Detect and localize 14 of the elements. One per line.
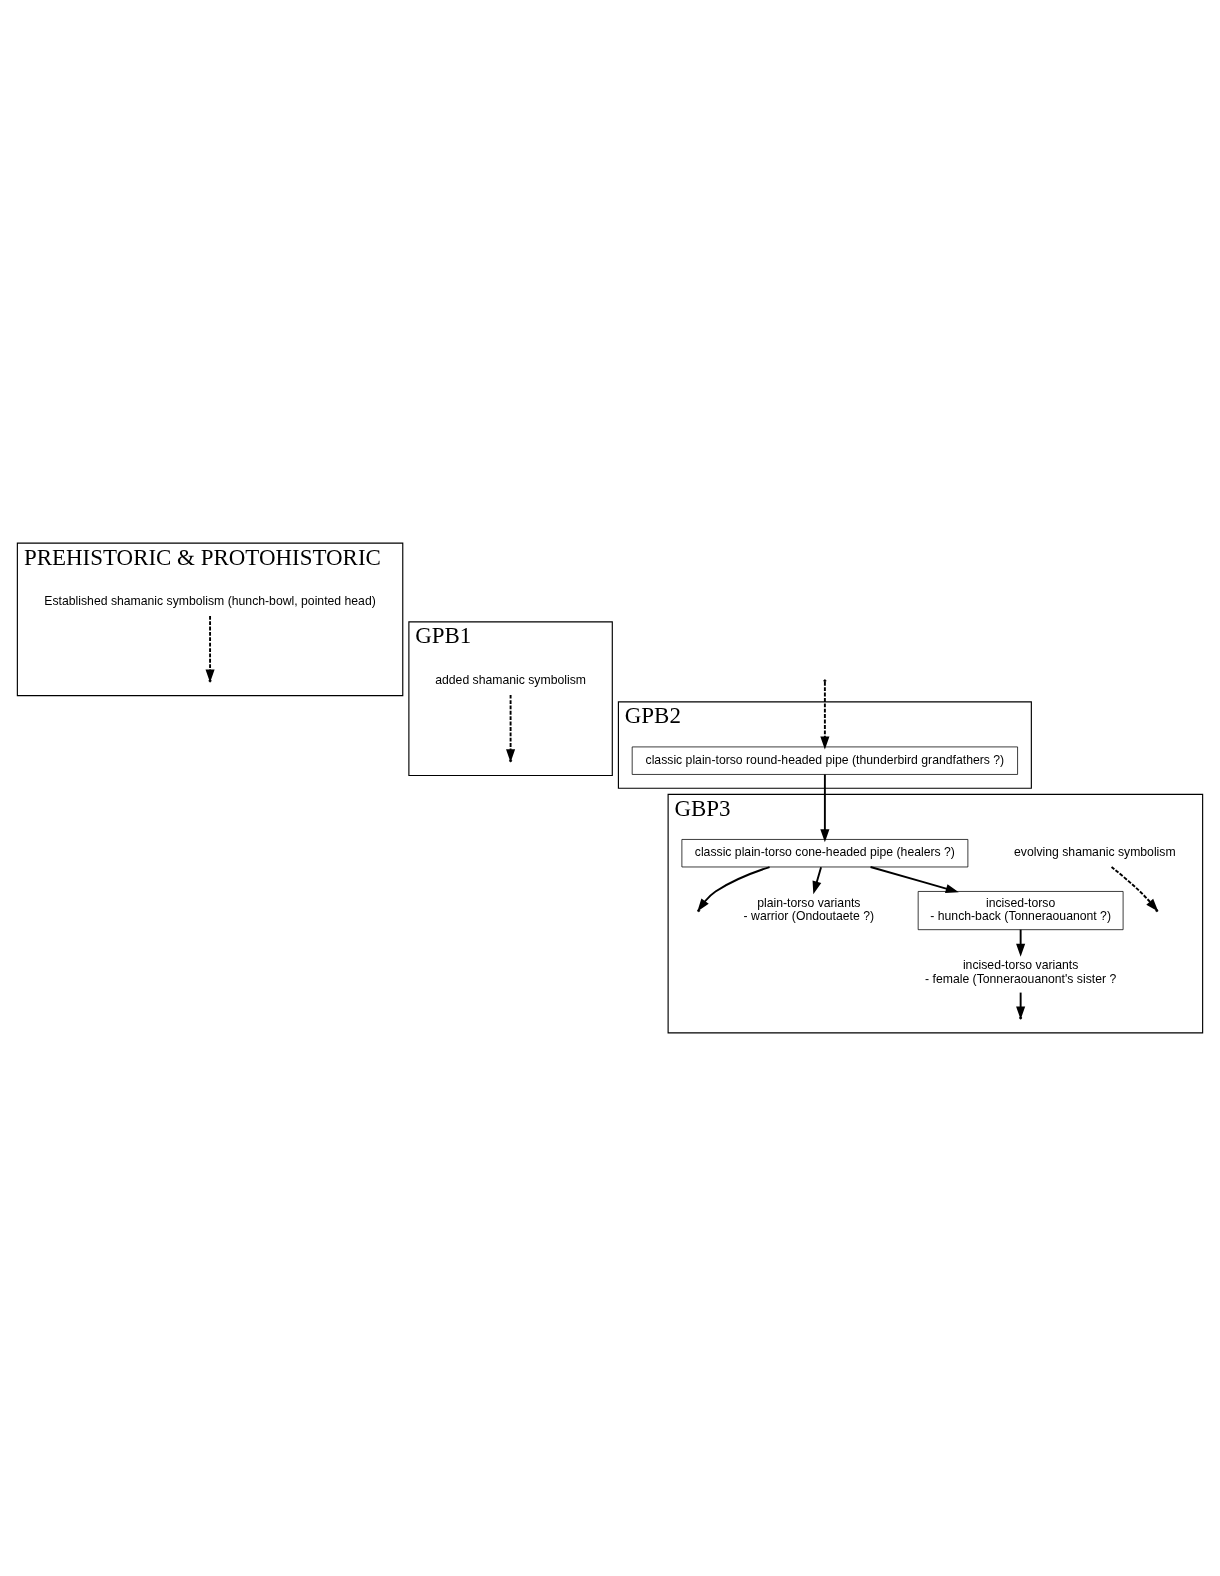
node-box: classic plain-torso cone-headed pipe (healers ?) xyxy=(681,839,969,868)
arrow xyxy=(812,866,823,895)
arrow xyxy=(1016,928,1026,957)
arrow xyxy=(820,681,830,750)
node-box: incised-torso - hunch-back (Tonneraouanont ?) xyxy=(917,891,1124,931)
arrow xyxy=(820,773,830,843)
node-text: Established shamanic symbolism (hunch-bowl, pointed head) xyxy=(44,593,376,608)
arrow xyxy=(869,866,959,893)
node-box: classic plain-torso round-headed pipe (thunderbird grandfathers ?) xyxy=(631,746,1018,775)
arrow xyxy=(697,866,771,912)
node-text: plain-torso variants - warrior (Ondoutaete ?) xyxy=(743,895,875,924)
node-text: incised-torso variants - female (Tonneraouanont's sister ? xyxy=(925,958,1117,987)
node-text: evolving shamanic symbolism xyxy=(1014,845,1176,860)
node-text: added shamanic symbolism xyxy=(435,672,586,687)
